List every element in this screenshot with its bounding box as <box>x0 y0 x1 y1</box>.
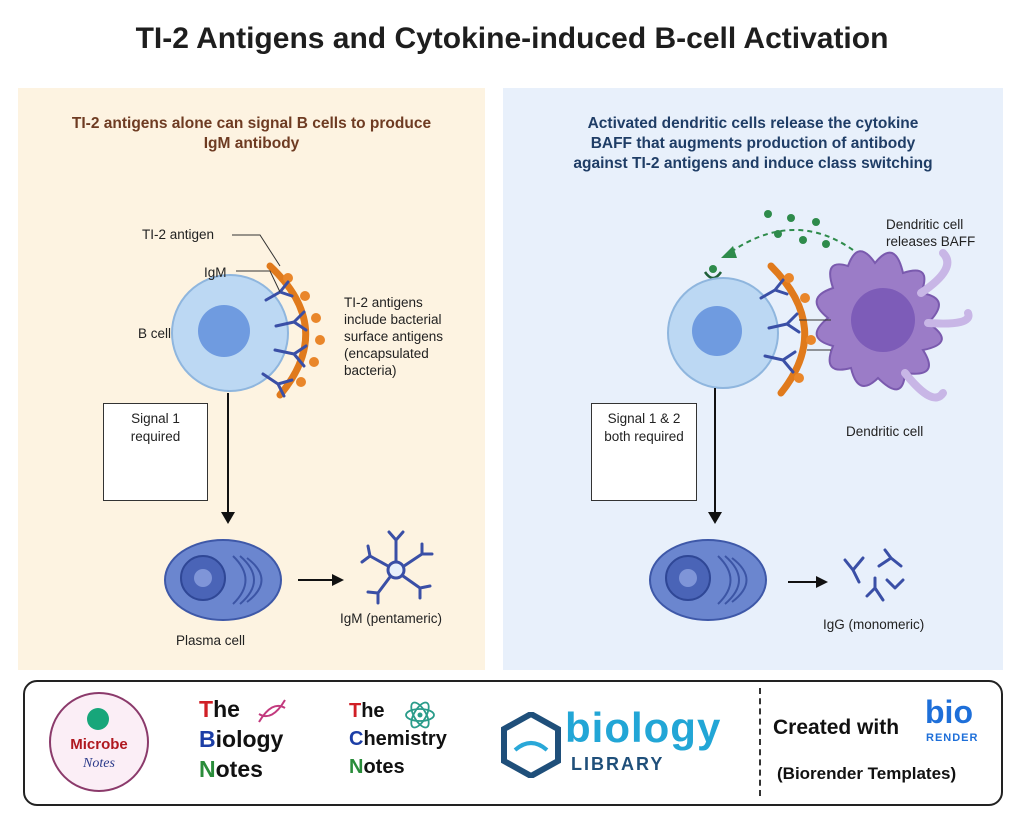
antigen-leader-line <box>232 234 281 267</box>
dc-release-line-1: Dendritic cell <box>886 217 964 232</box>
baff-release-arrow <box>727 229 854 255</box>
atom-icon <box>405 701 435 729</box>
logo-word: otes <box>363 756 405 778</box>
bound-baff <box>709 265 717 273</box>
biology-library-logo[interactable]: biology LIBRARY <box>501 704 741 784</box>
logo-word: he <box>213 696 240 722</box>
logo-word: hemistry <box>363 728 447 750</box>
left-panel-heading: TI-2 antigens alone can signal B cells t… <box>18 114 485 154</box>
footer-logos: Microbe Notes The Biology Notes The Chem… <box>23 680 1003 806</box>
igg-monomers <box>843 548 905 602</box>
igm-receptors <box>261 280 308 398</box>
ti2-antigen-label: TI-2 antigen <box>142 227 215 242</box>
logo-letter: T <box>349 700 362 722</box>
logo-letter: C <box>349 728 364 750</box>
igm-label: IgM <box>204 265 227 280</box>
down-arrowhead <box>221 512 235 524</box>
signal-line-1: Signal 1 & 2 <box>607 411 681 426</box>
logo-word: he <box>361 700 385 722</box>
signal-line-1: Signal 1 <box>131 411 180 426</box>
baff-particles <box>764 210 830 248</box>
right-heading-line-2: BAFF that augments production of antibod… <box>590 135 916 152</box>
b-cell <box>667 277 779 389</box>
biology-word: biology <box>565 704 722 751</box>
plasma-cell-label: Plasma cell <box>176 633 246 648</box>
dendritic-cell <box>815 249 973 402</box>
signal-line-2: required <box>130 429 181 444</box>
ti2-note-line: (encapsulated <box>344 346 429 361</box>
igg-monomeric-label: IgG (monomeric) <box>823 617 925 632</box>
microbe-icon <box>87 708 109 730</box>
bcr-receptors <box>759 278 801 374</box>
biorender-logo-bio[interactable]: bio <box>925 694 973 730</box>
b-cell-label: B cell <box>138 326 172 341</box>
signal-line-2: both required <box>604 429 684 444</box>
dc-releases-baff-label: Dendritic cell releases BAFF <box>886 216 975 250</box>
right-panel-heading: Activated dendritic cells release the cy… <box>503 114 1003 174</box>
created-with-text: Created with <box>773 716 900 739</box>
right-heading-line-3: against TI-2 antigens and induce class s… <box>573 155 933 172</box>
dendritic-cell-label: Dendritic cell <box>846 424 924 439</box>
ti2-note-line: TI-2 antigens <box>344 295 423 310</box>
igm-leader-line <box>236 270 281 293</box>
biorender-templates-text: (Biorender Templates) <box>777 764 957 783</box>
plasma-cell <box>164 539 282 621</box>
igm-pentamer <box>360 530 434 605</box>
logo-letter: N <box>199 756 216 782</box>
ti2-note-line: surface antigens <box>344 329 444 344</box>
ti2-note-line: include bacterial <box>344 312 442 327</box>
dc-release-line-2: releases BAFF <box>886 234 976 249</box>
left-heading-line-1: TI-2 antigens alone can signal B cells t… <box>71 115 432 132</box>
right-panel-illustration <box>610 210 973 621</box>
left-panel-illustration <box>142 234 434 621</box>
right-panel: Activated dendritic cells release the cy… <box>503 88 1003 670</box>
logo-letter: B <box>199 726 216 752</box>
logo-word: otes <box>215 756 263 782</box>
footer-divider <box>759 688 761 796</box>
the-biology-notes-logo[interactable]: The Biology Notes <box>199 696 329 790</box>
ti2-note-line: bacteria) <box>344 363 397 378</box>
signal-box: Signal 1 required <box>103 403 208 501</box>
left-heading-line-2: IgM antibody <box>203 135 300 152</box>
left-panel: TI-2 antigens alone can signal B cells t… <box>18 88 485 670</box>
plasma-cell <box>649 539 767 621</box>
the-chemistry-notes-logo[interactable]: The Chemistry Notes <box>349 700 479 794</box>
signal-box: Signal 1 & 2 both required <box>591 403 697 501</box>
dna-icon <box>258 699 286 723</box>
biorender-logo-render: RENDER <box>926 732 979 744</box>
logo-letter: N <box>349 756 364 778</box>
microbe-notes-logo[interactable]: Microbe Notes <box>49 692 149 792</box>
library-word: LIBRARY <box>571 754 665 774</box>
ti2-note: TI-2 antigens include bacterial surface … <box>344 294 443 379</box>
igm-pentameric-label: IgM (pentameric) <box>340 611 443 626</box>
b-cell <box>171 274 289 392</box>
hexagon-icon <box>501 712 561 778</box>
logo-word: iology <box>215 726 284 752</box>
logo-letter: T <box>199 696 214 722</box>
notes-logo-text: Notes <box>83 756 115 771</box>
antigen-epitopes <box>283 273 325 387</box>
microbe-logo-text: Microbe <box>70 736 128 753</box>
right-heading-line-1: Activated dendritic cells release the cy… <box>587 115 919 132</box>
page-title: TI-2 Antigens and Cytokine-induced B-cel… <box>135 22 889 55</box>
